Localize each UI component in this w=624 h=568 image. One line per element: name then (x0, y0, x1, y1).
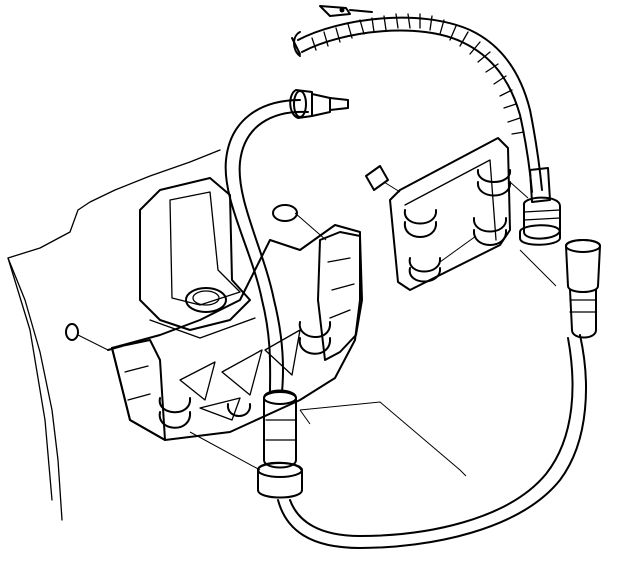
engine-bracket (107, 177, 363, 441)
clip-4 (408, 257, 441, 283)
reference-lines (299, 401, 467, 477)
upper-cable-armored (291, 5, 561, 287)
lower-grommet (189, 389, 303, 499)
clip-2 (472, 217, 508, 246)
washer-parts (65, 204, 327, 351)
clip-3 (403, 209, 438, 238)
right-connector (565, 239, 601, 339)
cable-clip-plate (365, 137, 529, 291)
clip-1 (477, 169, 511, 197)
lower-cable-loop (277, 334, 587, 549)
panel-outline (7, 149, 221, 521)
middle-cable (224, 89, 349, 393)
